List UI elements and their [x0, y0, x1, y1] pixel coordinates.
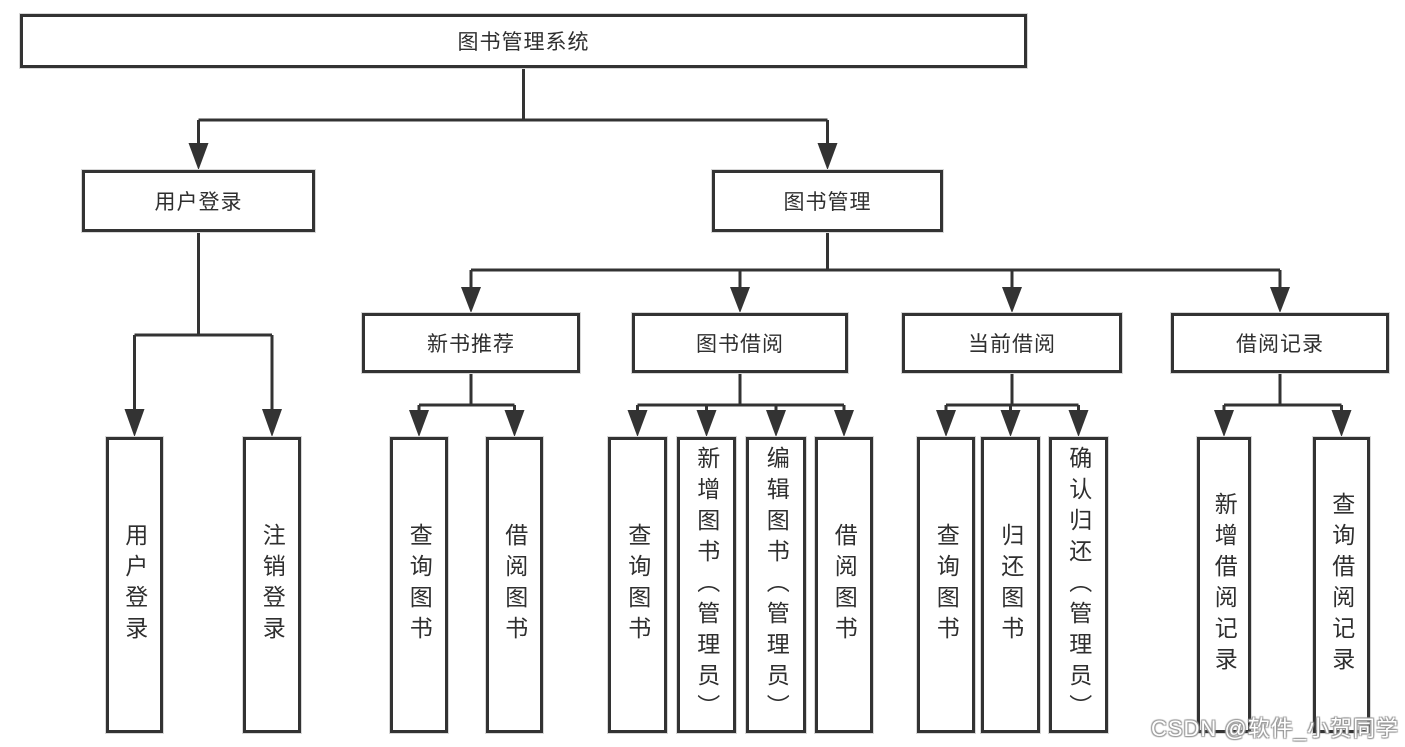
- leaf-label: 注销登录: [259, 523, 286, 647]
- arrow-down-icon: [936, 410, 956, 437]
- leaf-user-login: 用户登录: [106, 437, 163, 733]
- node-label: 用户登录: [154, 191, 243, 214]
- csdn-watermark: CSDN @软件_小贺同学: [1150, 716, 1399, 741]
- node-label: 当前借阅: [968, 333, 1056, 356]
- leaf-label: 编辑图书（管理员）: [763, 445, 790, 725]
- node-borrow-record: 借阅记录: [1171, 313, 1389, 373]
- leaf-label: 查询借阅记录: [1328, 492, 1355, 678]
- arrow-down-icon: [1214, 410, 1234, 437]
- leaf-newbook-query-books: 查询图书: [390, 437, 448, 733]
- arrow-down-icon: [766, 410, 786, 437]
- leaf-borrow-add-books-admin: 新增图书（管理员）: [677, 437, 736, 733]
- arrow-down-icon: [504, 410, 525, 437]
- node-new-book-recommend: 新书推荐: [362, 313, 580, 373]
- connector-user-login: [133, 232, 274, 414]
- arrow-down-icon: [1331, 410, 1352, 437]
- connector-root: [197, 68, 829, 148]
- node-label: 图书管理: [783, 191, 872, 214]
- leaf-label: 查询图书: [933, 523, 960, 647]
- node-user-login: 用户登录: [82, 170, 315, 232]
- arrow-down-icon: [124, 409, 145, 437]
- leaf-borrow-query-books: 查询图书: [608, 437, 667, 733]
- leaf-label: 新增图书（管理员）: [693, 445, 720, 725]
- arrow-down-icon: [1002, 287, 1022, 313]
- arrow-down-icon: [188, 143, 209, 170]
- leaf-label: 新增借阅记录: [1211, 492, 1238, 678]
- node-label: 借阅记录: [1236, 333, 1324, 356]
- connector-book-borrow: [636, 373, 846, 416]
- arrow-down-icon: [834, 410, 854, 437]
- connector-new-book: [417, 373, 516, 416]
- arrow-down-icon: [262, 409, 282, 437]
- node-label: 图书借阅: [696, 333, 784, 356]
- leaf-record-add-borrow-record: 新增借阅记录: [1197, 437, 1251, 733]
- arrow-down-icon: [461, 287, 481, 313]
- arrow-down-icon: [409, 410, 429, 437]
- leaf-label: 确认归还（管理员）: [1065, 445, 1092, 725]
- arrow-down-icon: [1068, 410, 1089, 437]
- leaf-record-query-borrow-record: 查询借阅记录: [1313, 437, 1370, 733]
- connector-current-borrow: [944, 373, 1080, 416]
- node-label: 图书管理系统: [457, 31, 590, 54]
- node-root-library-system: 图书管理系统: [20, 14, 1027, 68]
- leaf-label: 用户登录: [121, 523, 148, 647]
- leaf-label: 借阅图书: [501, 523, 528, 647]
- node-label: 新书推荐: [427, 333, 515, 356]
- node-book-management: 图书管理: [712, 170, 943, 232]
- arrow-down-icon: [696, 410, 717, 437]
- leaf-current-return-books: 归还图书: [981, 437, 1040, 733]
- leaf-label: 查询图书: [406, 523, 433, 647]
- leaf-borrow-edit-books-admin: 编辑图书（管理员）: [746, 437, 806, 733]
- leaf-current-query-books: 查询图书: [917, 437, 975, 733]
- leaf-newbook-borrow-books: 借阅图书: [486, 437, 543, 733]
- leaf-label: 归还图书: [997, 523, 1024, 647]
- node-book-borrow: 图书借阅: [632, 313, 848, 373]
- arrow-down-icon: [730, 287, 750, 313]
- arrow-down-icon: [1000, 410, 1021, 437]
- leaf-logout: 注销登录: [243, 437, 301, 733]
- leaf-borrow-borrow-books: 借阅图书: [815, 437, 873, 733]
- arrow-down-icon: [1270, 287, 1290, 313]
- connector-book-management: [469, 232, 1282, 292]
- leaf-label: 查询图书: [624, 523, 651, 647]
- connector-borrow-record: [1222, 373, 1343, 416]
- arrow-down-icon: [817, 143, 838, 170]
- leaf-current-confirm-return-admin: 确认归还（管理员）: [1049, 437, 1108, 733]
- leaf-label: 借阅图书: [831, 523, 858, 647]
- node-current-borrow: 当前借阅: [902, 313, 1122, 373]
- arrow-down-icon: [627, 410, 648, 437]
